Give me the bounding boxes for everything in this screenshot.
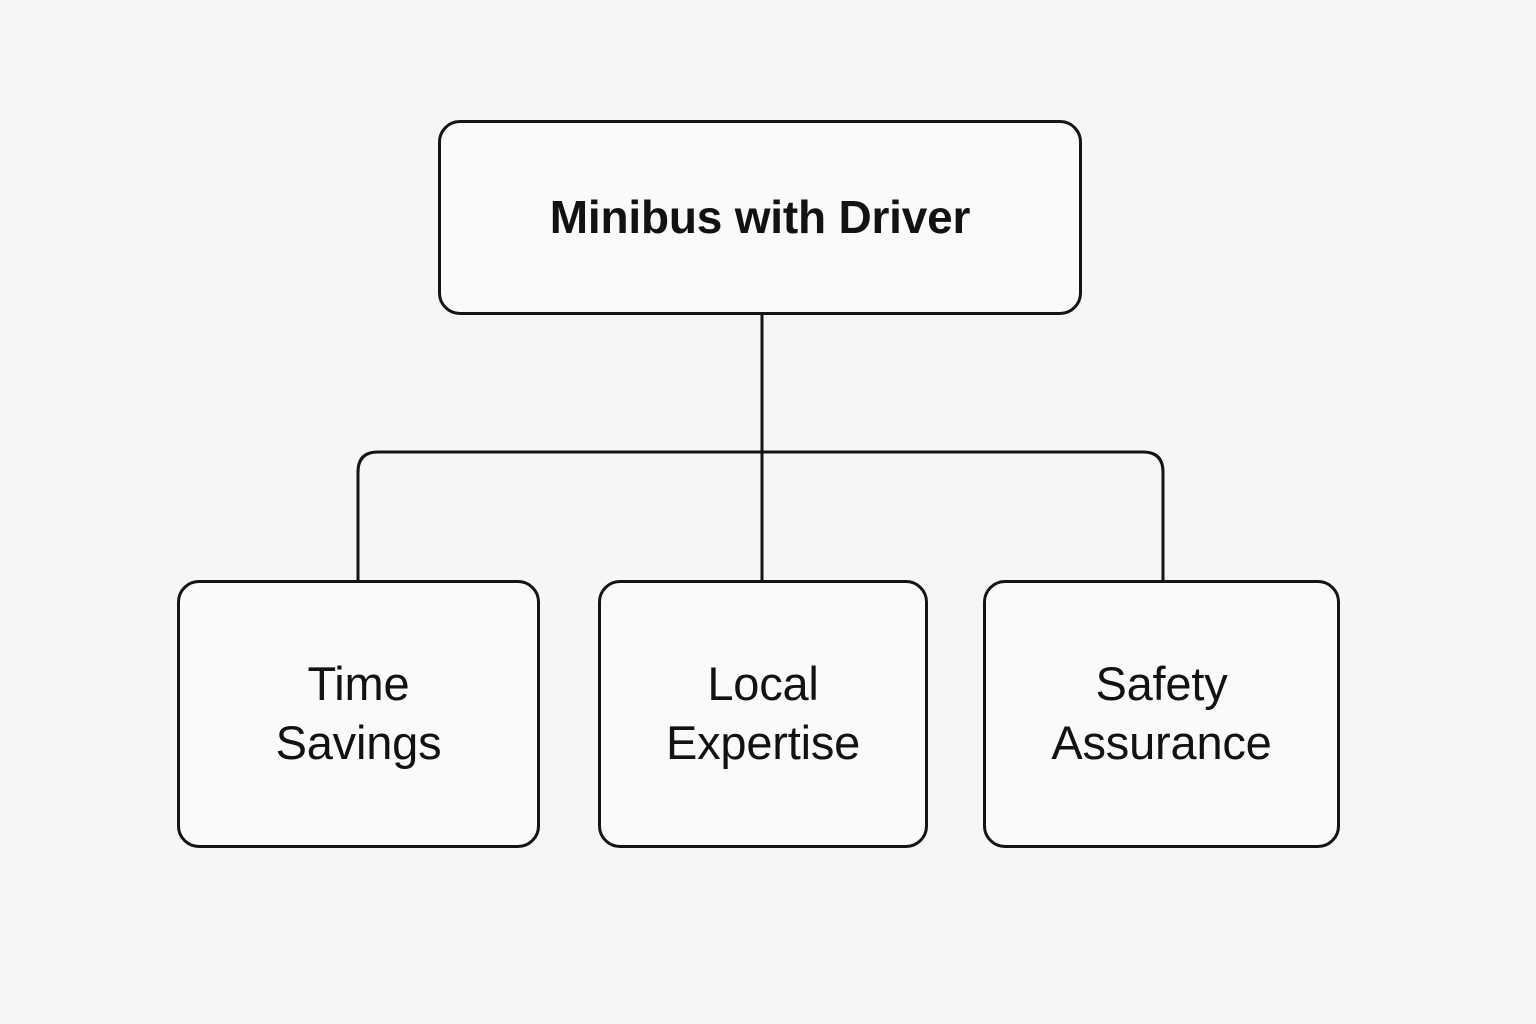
node-root-label: Minibus with Driver bbox=[549, 191, 971, 244]
node-child-safety-assurance-label: Safety Assurance bbox=[1051, 657, 1272, 769]
node-child-local-expertise-label: Local Expertise bbox=[665, 657, 861, 769]
node-child-safety-assurance[interactable]: Safety Assurance bbox=[983, 580, 1340, 848]
node-child-local-expertise[interactable]: Local Expertise bbox=[598, 580, 928, 848]
connector-bus-to-right-child bbox=[762, 450, 1165, 580]
node-root-minibus-with-driver[interactable]: Minibus with Driver bbox=[438, 120, 1082, 315]
node-child-time-savings[interactable]: Time Savings bbox=[177, 580, 540, 848]
connector-bus-to-left-child bbox=[356, 450, 762, 580]
node-child-time-savings-label: Time Savings bbox=[275, 657, 442, 769]
